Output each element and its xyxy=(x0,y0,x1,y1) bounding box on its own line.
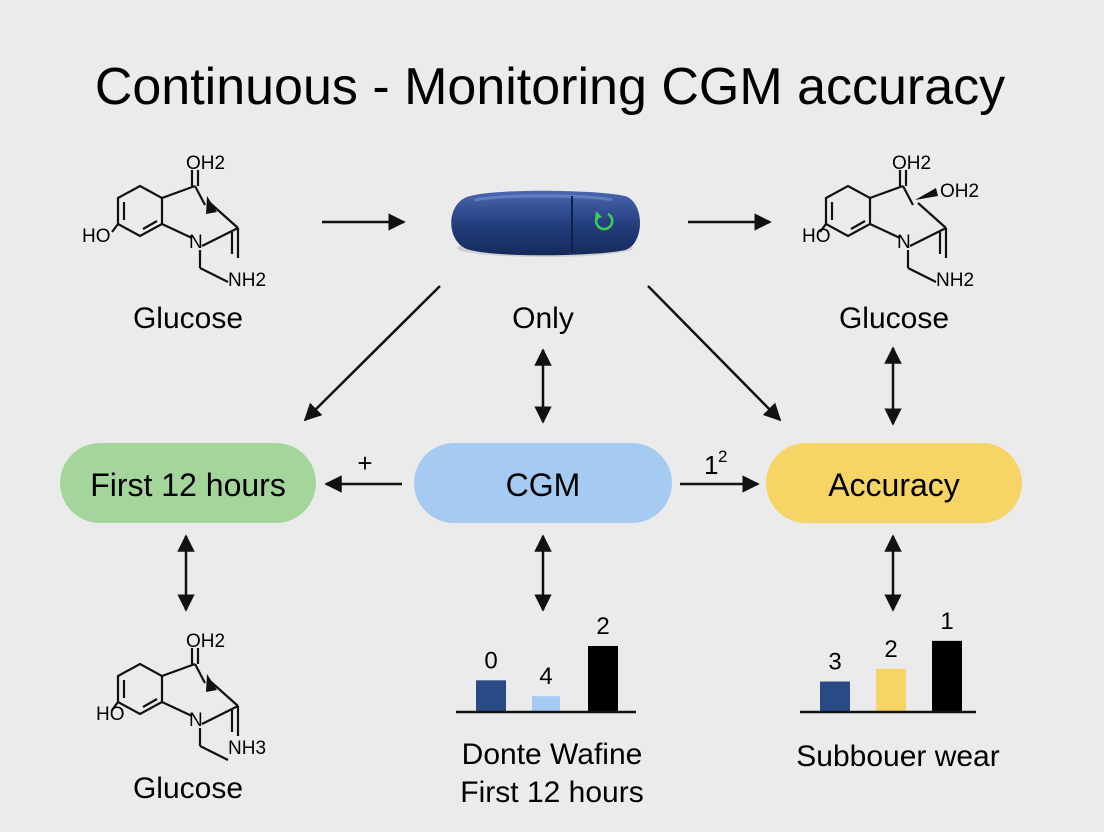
bar xyxy=(876,668,906,712)
chart-caption-line-2: First 12 hours xyxy=(460,776,643,809)
node-accuracy: Accuracy xyxy=(766,443,1022,523)
chem-group-n: N xyxy=(897,232,911,253)
bar-data-label: 3 xyxy=(828,649,841,676)
node-pill xyxy=(766,443,1022,523)
bar-chart-1: 0 4 2 xyxy=(456,613,636,714)
chem-group-bottom: NH3 xyxy=(228,738,266,759)
chart-caption-line-1: Subbouer wear xyxy=(796,740,999,773)
bar xyxy=(820,681,850,712)
bar-data-label: 4 xyxy=(539,663,552,690)
device-caption: Only xyxy=(512,302,574,335)
molecule-top-left: OH2 HO N NH2 Glucose xyxy=(82,153,266,335)
node-pill xyxy=(60,443,316,523)
edge-label-superscript: 2 xyxy=(718,447,727,466)
bar xyxy=(932,640,962,712)
bar-data-label: 0 xyxy=(484,647,497,674)
chem-group-bottom: NH2 xyxy=(936,270,974,291)
bar xyxy=(588,646,618,712)
molecule-caption: Glucose xyxy=(133,772,243,805)
chart-caption-line-1: Donte Wafine xyxy=(462,738,643,771)
arrows xyxy=(177,213,902,612)
chem-group-n: N xyxy=(189,710,203,731)
chem-group-top: OH2 xyxy=(892,153,931,174)
node-cgm: CGM xyxy=(414,443,672,523)
chem-group-side: OH2 xyxy=(940,181,979,202)
bar-data-label: 2 xyxy=(884,636,897,663)
chem-group-left: HO xyxy=(802,226,831,247)
chem-group-bottom: NH2 xyxy=(228,270,266,291)
cgm-sensor-icon xyxy=(451,190,640,257)
molecule-caption: Glucose xyxy=(133,302,243,335)
bar-chart-2: 3 2 1 xyxy=(800,608,976,714)
arrow-sensor-to-first xyxy=(303,285,441,422)
bar xyxy=(476,680,506,712)
molecule-bottom-left: OH2 HO N NH3 Glucose xyxy=(96,631,266,805)
chem-group-n: N xyxy=(189,232,203,253)
arrow-sensor-to-accuracy xyxy=(647,285,782,422)
node-pill xyxy=(414,443,672,523)
chem-group-top: OH2 xyxy=(186,153,225,174)
node-label: Accuracy xyxy=(828,467,960,503)
molecule-top-right: OH2 OH2 HO N NH2 Glucose xyxy=(802,153,979,335)
page-title: Continuous - Monitoring CGM accuracy xyxy=(95,58,1005,116)
edge-label-plus: + xyxy=(357,448,372,478)
bar xyxy=(532,696,560,712)
bar-data-label: 2 xyxy=(596,613,609,640)
edge-label-1: 1 xyxy=(704,450,718,480)
chem-group-top: OH2 xyxy=(186,631,225,652)
node-label: CGM xyxy=(506,467,581,503)
node-first-12: First 12 hours xyxy=(60,443,316,523)
chem-group-left: HO xyxy=(96,704,125,725)
node-label: First 12 hours xyxy=(90,467,286,503)
molecule-caption: Glucose xyxy=(839,302,949,335)
chem-group-left: HO xyxy=(82,226,111,247)
bar-data-label: 1 xyxy=(940,608,953,635)
